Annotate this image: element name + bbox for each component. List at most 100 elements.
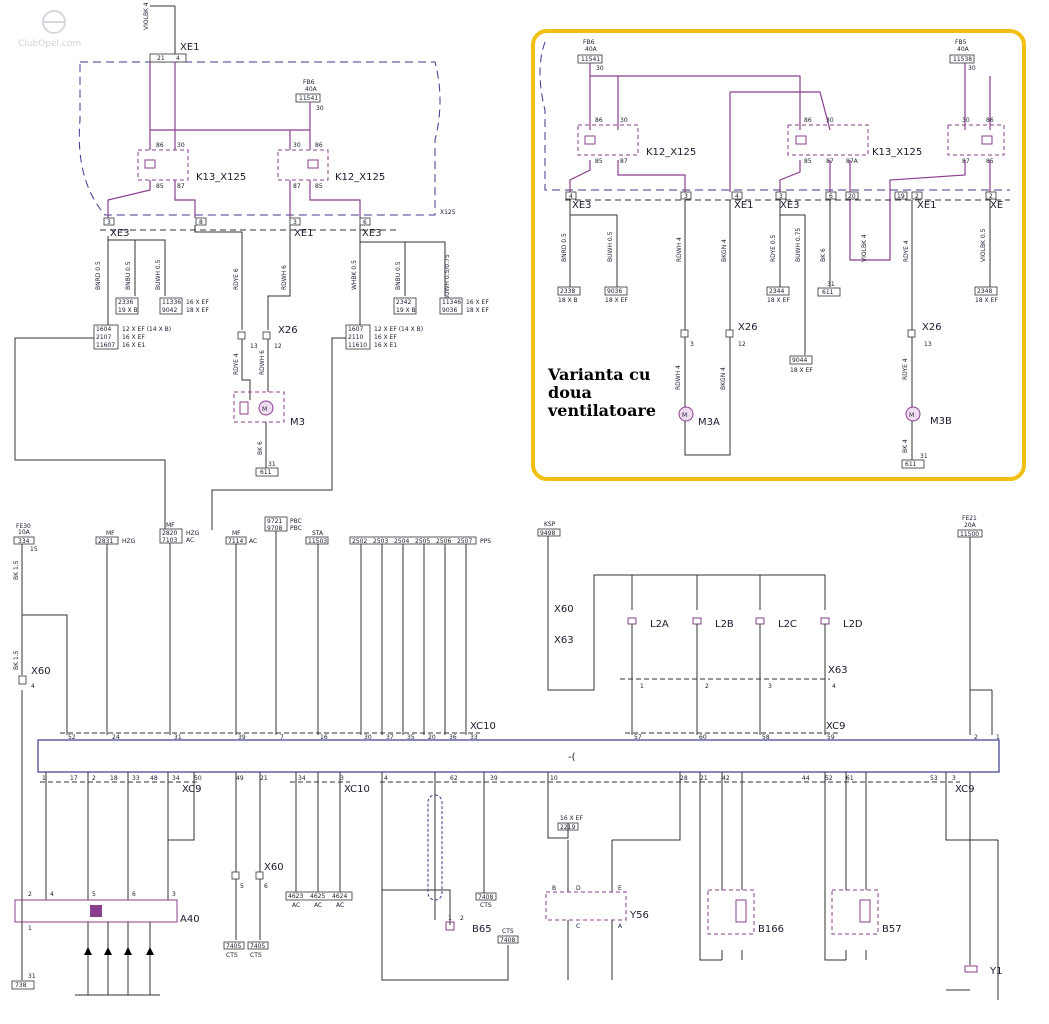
bus-top-pin: 30	[364, 734, 372, 741]
ac-code-3: 4624	[332, 893, 347, 900]
b57-sensor	[831, 889, 879, 935]
cts-left-1: 7405	[226, 943, 241, 950]
table-right: 2342 19 X B 11346 9036 16 X EF 18 X EF	[393, 297, 489, 315]
note-line-1: Varianta cu	[547, 365, 651, 384]
bus-top-pin: 36	[449, 734, 457, 741]
svg-text:2107: 2107	[96, 334, 111, 341]
mf2-tag: HZG	[186, 530, 200, 537]
svg-text:BNRD 0.5: BNRD 0.5	[561, 233, 568, 262]
wire-whbk: WHBK 0.5	[351, 260, 358, 290]
a40-pin-6: 6	[132, 891, 136, 898]
m3-wire-rdye4: RDYE 4	[233, 353, 240, 375]
k12-pin-87: 87	[293, 183, 301, 190]
lamp-l2d-label: L2D	[843, 619, 863, 630]
mf2-code: 2820	[162, 530, 177, 537]
m3a-motor-icon	[678, 406, 694, 422]
b65-label: B65	[472, 924, 492, 935]
sta-name: STA	[312, 530, 324, 537]
bus-top-pin: 24	[112, 734, 120, 741]
ksp-name: KSP	[544, 521, 556, 528]
bus-bottom-pin: 42	[722, 775, 730, 782]
k13-relay-top-left	[137, 149, 189, 181]
bus-bottom-pin: 21	[700, 775, 708, 782]
inset-k12-relay	[577, 124, 639, 156]
bus-bottom-pin: 50	[194, 775, 202, 782]
mf3-code: 7114	[228, 538, 243, 545]
inset-tables: 2338 18 X B 9036 18 X EF 2344 18 X EF 31…	[557, 281, 998, 374]
inset-fb5-rating: 40A	[957, 46, 970, 53]
fb6-code: 11541	[299, 95, 318, 102]
svg-text:16 X E1: 16 X E1	[122, 342, 145, 349]
bus-top-pin: 1	[996, 734, 1000, 741]
a40-module	[14, 899, 178, 923]
svg-text:12 X EF (14 X B): 12 X EF (14 X B)	[122, 326, 171, 333]
x60-label: X60	[31, 666, 51, 677]
m3a-wire-bkgn: BKGN 4	[720, 367, 727, 390]
bus-bottom-pin: 21	[260, 775, 268, 782]
wire-buwh-r: BUWH 0.5/0.75	[444, 254, 451, 300]
svg-text:2502: 2502	[352, 538, 367, 545]
ac-code-2: 4625	[310, 893, 325, 900]
lamp-pin-3: 3	[768, 683, 772, 690]
svg-text:611: 611	[822, 289, 834, 296]
fe21-code: 11500	[960, 531, 979, 538]
svg-text:11610: 11610	[348, 342, 367, 349]
bus-top-pin: 7	[280, 734, 284, 741]
bus-top-pin: 20	[428, 734, 436, 741]
svg-text:19: 19	[897, 193, 905, 200]
x60-bottom-label: X60	[264, 862, 284, 873]
a40-pin-1: 1	[28, 925, 32, 932]
inset-wire-labels: BNRD 0.5 BUWH 0.5 RDWH 4 BKGN 4 RDYE 0.5…	[561, 228, 987, 262]
xe3-pin-3: 3	[107, 219, 111, 226]
svg-text:2342: 2342	[396, 299, 411, 306]
a40-ground-pin: 31	[28, 973, 36, 980]
xe1-top-label: XE1	[180, 42, 200, 53]
k12-pin-85: 85	[315, 183, 323, 190]
svg-text:2344: 2344	[769, 288, 784, 295]
middle-section: FE30 10A 334 15 BK 1.5 BK 1.5 X60 4 MF 2…	[13, 515, 1000, 980]
x26-pin-12: 12	[274, 343, 282, 350]
inset-k12-label: K12_X125	[646, 147, 696, 158]
svg-text:9042: 9042	[162, 307, 177, 314]
m3a-label: M3A	[698, 417, 720, 428]
svg-text:16 X EF: 16 X EF	[466, 299, 489, 306]
svg-text:2507: 2507	[457, 538, 472, 545]
bus-top-pin: 60	[699, 734, 707, 741]
xe1-b-label: XE1	[294, 228, 314, 239]
svg-text:18 X EF: 18 X EF	[790, 367, 813, 374]
m3b-wire-rdye: RDYE 4	[902, 358, 909, 380]
inset-fb6-rating: 40A	[585, 46, 598, 53]
svg-text:2: 2	[989, 193, 993, 200]
table-left: 2336 19 X B 11336 9042 16 X EF 18 X EF	[115, 297, 209, 315]
pbc-code2: 9708	[267, 525, 282, 532]
a40-pin-3: 3	[172, 891, 176, 898]
inset-fb5-name: FB5	[955, 39, 967, 46]
inset-highlight-frame	[531, 29, 1026, 481]
bus-bottom-pin: 49	[236, 775, 244, 782]
svg-text:9044: 9044	[792, 357, 807, 364]
inset-fb5-pin: 30	[968, 65, 976, 72]
k13-pin-30: 30	[177, 142, 185, 149]
mf1-code: 2831	[98, 538, 113, 545]
svg-text:M: M	[682, 412, 687, 419]
svg-text:9036: 9036	[442, 307, 457, 314]
bus-top-pin: 35	[407, 734, 415, 741]
ac-tag-3: AC	[336, 902, 344, 909]
pbc-tag: PBC	[290, 518, 302, 525]
svg-text:RDYE 4: RDYE 4	[903, 240, 910, 262]
cts-left-tag-2: CTS	[250, 952, 262, 959]
cts-b65-tag: CTS	[502, 928, 514, 935]
splice-right: 1607 2110 11610 12 X EF (14 X B) 16 X EF…	[345, 324, 423, 350]
b65-pin-2: 2	[460, 915, 464, 922]
ac-code-1: 4623	[288, 893, 303, 900]
svg-text:6: 6	[829, 193, 833, 200]
xe3-a-label: XE3	[110, 228, 130, 239]
xc9-right-label: XC9	[955, 784, 974, 795]
lamp-pin-4: 4	[832, 683, 836, 690]
a40-ground-code: 738	[15, 982, 27, 989]
ac-tag-2: AC	[314, 902, 322, 909]
bus-bottom-pin: 17	[70, 775, 78, 782]
wire-top-label: VIOLBK 4	[143, 2, 150, 30]
